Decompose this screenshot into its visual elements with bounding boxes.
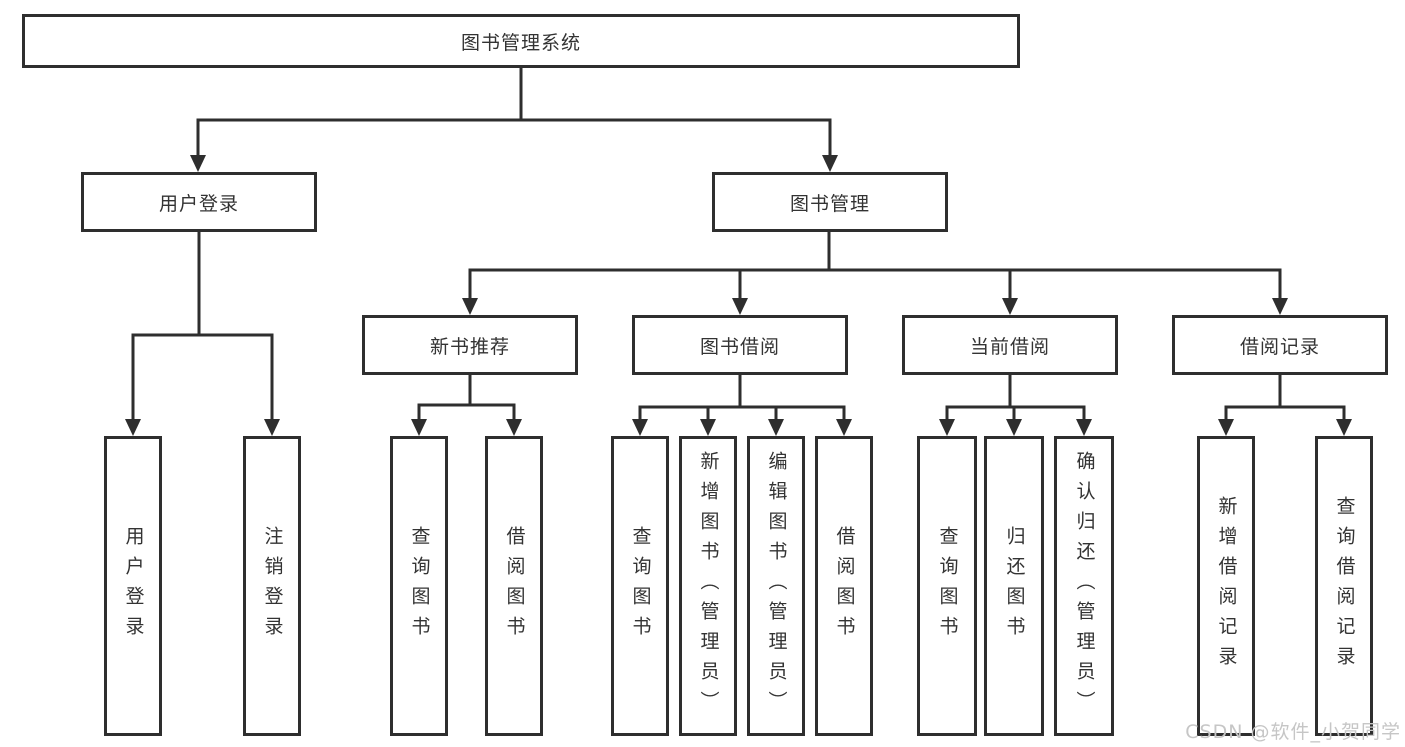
node-label: 新增借阅记录: [1215, 496, 1238, 676]
node-label: 编辑图书（管理员）: [765, 451, 788, 721]
connector-new-books-to-leaves: [417, 375, 516, 422]
node-label: 用户登录: [122, 526, 145, 646]
connector-book-mgmt-to-level3: [468, 232, 1282, 301]
node-label: 查询图书: [936, 526, 959, 646]
leaf-query-books-recommend: 查询图书: [390, 436, 448, 736]
csdn-watermark: CSDN @软件_小贺同学: [1185, 721, 1401, 743]
arrow-icon: [939, 419, 955, 436]
leaf-edit-books-admin: 编辑图书（管理员）: [747, 436, 805, 736]
leaf-add-books-admin: 新增图书（管理员）: [679, 436, 737, 736]
arrow-icon: [1272, 298, 1288, 315]
arrow-icon: [836, 419, 852, 436]
arrow-icon: [125, 419, 141, 436]
node-current-borrow: 当前借阅: [902, 315, 1118, 375]
leaf-logout: 注销登录: [243, 436, 301, 736]
arrow-icon: [632, 419, 648, 436]
node-label: 查询图书: [629, 526, 652, 646]
arrow-icon: [506, 419, 522, 436]
arrow-icon: [264, 419, 280, 436]
arrow-icon: [190, 155, 206, 172]
leaf-return-books: 归还图书: [984, 436, 1044, 736]
node-label: 新书推荐: [429, 335, 510, 358]
arrow-icon: [462, 298, 478, 315]
node-label: 注销登录: [261, 526, 284, 646]
node-root: 图书管理系统: [22, 14, 1020, 68]
arrow-icon: [1218, 419, 1234, 436]
arrow-icon: [1336, 419, 1352, 436]
node-label: 借阅图书: [833, 526, 856, 646]
arrow-icon: [732, 298, 748, 315]
connector-current-borrow-to-leaves: [945, 375, 1086, 422]
arrow-icon: [1076, 419, 1092, 436]
leaf-borrow-books-recommend: 借阅图书: [485, 436, 543, 736]
node-label: 借阅图书: [503, 526, 526, 646]
node-label: 图书借阅: [699, 335, 780, 358]
arrow-icon: [822, 155, 838, 172]
node-label: 用户登录: [158, 192, 239, 215]
node-label: 当前借阅: [969, 335, 1050, 358]
node-label: 归还图书: [1003, 526, 1026, 646]
node-new-book-recommend: 新书推荐: [362, 315, 578, 375]
connector-user-login-to-leaves: [131, 232, 274, 422]
leaf-borrow-books: 借阅图书: [815, 436, 873, 736]
node-user-login: 用户登录: [81, 172, 317, 232]
node-book-borrow: 图书借阅: [632, 315, 848, 375]
node-label: 借阅记录: [1239, 335, 1320, 358]
leaf-user-login: 用户登录: [104, 436, 162, 736]
node-book-management: 图书管理: [712, 172, 948, 232]
leaf-add-borrow-record: 新增借阅记录: [1197, 436, 1255, 736]
connector-root-to-level2: [196, 68, 832, 158]
node-label: 图书管理: [789, 192, 870, 215]
connector-borrow-records-to-leaves: [1224, 375, 1346, 422]
node-label: 确认归还（管理员）: [1073, 451, 1096, 721]
node-label: 图书管理系统: [460, 31, 581, 54]
node-borrow-records: 借阅记录: [1172, 315, 1388, 375]
node-label: 新增图书（管理员）: [697, 451, 720, 721]
arrow-icon: [700, 419, 716, 436]
arrow-icon: [1006, 419, 1022, 436]
arrowheads: [125, 155, 1352, 436]
leaf-query-borrow-record: 查询借阅记录: [1315, 436, 1373, 736]
connector-book-borrow-to-leaves: [638, 375, 846, 422]
node-label: 查询借阅记录: [1333, 496, 1356, 676]
leaf-query-books-borrow: 查询图书: [611, 436, 669, 736]
leaf-confirm-return-admin: 确认归还（管理员）: [1054, 436, 1114, 736]
node-label: 查询图书: [408, 526, 431, 646]
arrow-icon: [411, 419, 427, 436]
arrow-icon: [1002, 298, 1018, 315]
leaf-query-books-current: 查询图书: [917, 436, 977, 736]
arrow-icon: [768, 419, 784, 436]
